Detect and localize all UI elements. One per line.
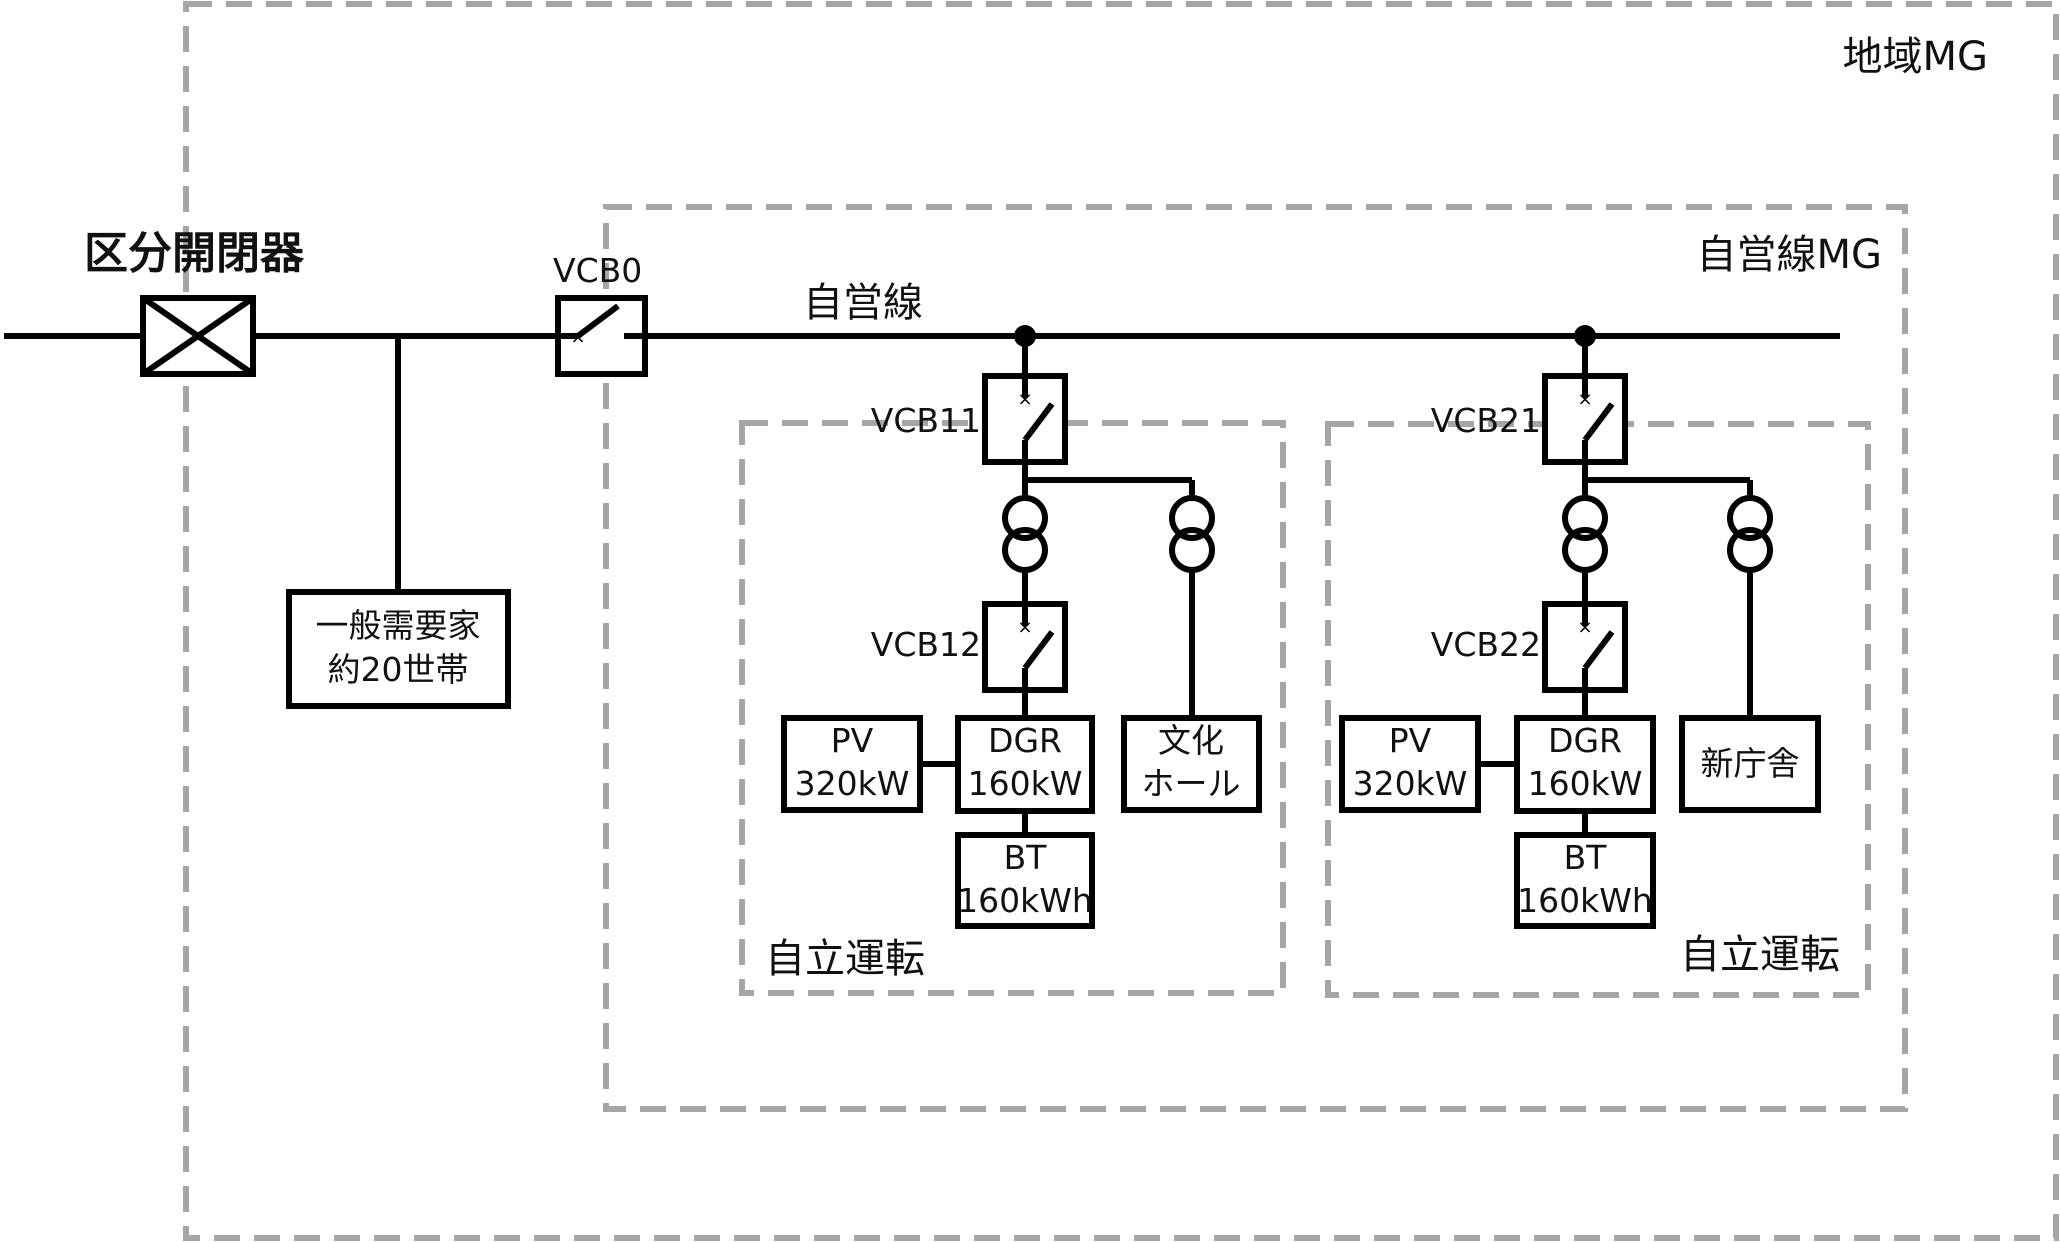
dgr-right-box bbox=[1514, 715, 1656, 814]
vcb0-label: VCB0 bbox=[553, 251, 642, 290]
junction-dot-left bbox=[1014, 325, 1036, 347]
bt-left-label-line2: 160kWh bbox=[957, 881, 1093, 920]
islanding-left-label: 自立運転 bbox=[765, 936, 925, 982]
svg-text:×: × bbox=[1577, 617, 1592, 638]
consumers-box bbox=[286, 589, 511, 709]
private-line-mg-boundary bbox=[603, 204, 1908, 1112]
regional-mg-boundary bbox=[183, 1, 2059, 1241]
bt-right-label-line2: 160kWh bbox=[1517, 881, 1653, 920]
pv-right-label-line1: PV bbox=[1389, 721, 1432, 760]
private-line-mg-label: 自営線MG bbox=[1696, 232, 1882, 278]
private-line-label: 自営線 bbox=[803, 280, 923, 326]
new-office-box bbox=[1679, 715, 1821, 813]
section-switch-label: 区分開閉器 bbox=[84, 228, 305, 279]
pv-right-label-line2: 320kW bbox=[1353, 764, 1468, 803]
islanding-left-boundary bbox=[739, 420, 1286, 996]
transformer-right-main-icon bbox=[1562, 495, 1608, 573]
hall-box bbox=[1121, 715, 1262, 813]
bt-left-box bbox=[955, 832, 1095, 929]
vcb21-breaker-icon: × bbox=[1542, 373, 1628, 465]
consumers-label-line1: 一般需要家 bbox=[316, 606, 481, 645]
regional-mg-label: 地域MG bbox=[1842, 34, 1988, 80]
bt-left-label-line1: BT bbox=[1004, 838, 1048, 877]
vcb11-label: VCB11 bbox=[871, 401, 981, 440]
bt-right-label-line1: BT bbox=[1564, 838, 1608, 877]
section-switch-icon bbox=[140, 295, 256, 377]
bt-right-box bbox=[1514, 832, 1656, 929]
vcb22-label: VCB22 bbox=[1431, 625, 1541, 664]
svg-text:×: × bbox=[1017, 617, 1032, 638]
vcb11-breaker-icon: × bbox=[982, 373, 1068, 465]
pv-left-label-line1: PV bbox=[831, 721, 874, 760]
hall-label-line1: 文化 bbox=[1158, 721, 1224, 760]
transformer-left-hall-icon bbox=[1169, 495, 1215, 573]
vcb0-breaker-icon: × bbox=[555, 295, 648, 377]
pv-right-box bbox=[1339, 715, 1481, 813]
islanding-right-boundary bbox=[1325, 421, 1871, 998]
vcb22-breaker-icon: × bbox=[1542, 601, 1628, 693]
consumers-label-line2: 約20世帯 bbox=[328, 650, 469, 689]
vcb12-breaker-icon: × bbox=[982, 601, 1068, 693]
transformer-right-office-icon bbox=[1727, 495, 1773, 573]
junction-dot-right bbox=[1574, 325, 1596, 347]
dgr-left-label-line2: 160kW bbox=[968, 764, 1083, 803]
pv-left-box bbox=[781, 715, 923, 813]
svg-text:×: × bbox=[570, 327, 585, 348]
dgr-right-label-line2: 160kW bbox=[1528, 764, 1643, 803]
hall-label-line2: ホール bbox=[1142, 764, 1241, 803]
pv-left-label-line2: 320kW bbox=[795, 764, 910, 803]
dgr-right-label-line1: DGR bbox=[1548, 721, 1622, 760]
svg-text:×: × bbox=[1017, 389, 1032, 410]
svg-text:×: × bbox=[1577, 389, 1592, 410]
vcb21-label: VCB21 bbox=[1431, 401, 1541, 440]
dgr-left-label-line1: DGR bbox=[988, 721, 1062, 760]
islanding-right-label: 自立運転 bbox=[1680, 932, 1840, 978]
dgr-left-box bbox=[955, 715, 1095, 814]
transformer-left-main-icon bbox=[1002, 495, 1048, 573]
new-office-label: 新庁舎 bbox=[1701, 744, 1800, 783]
vcb12-label: VCB12 bbox=[871, 625, 981, 664]
